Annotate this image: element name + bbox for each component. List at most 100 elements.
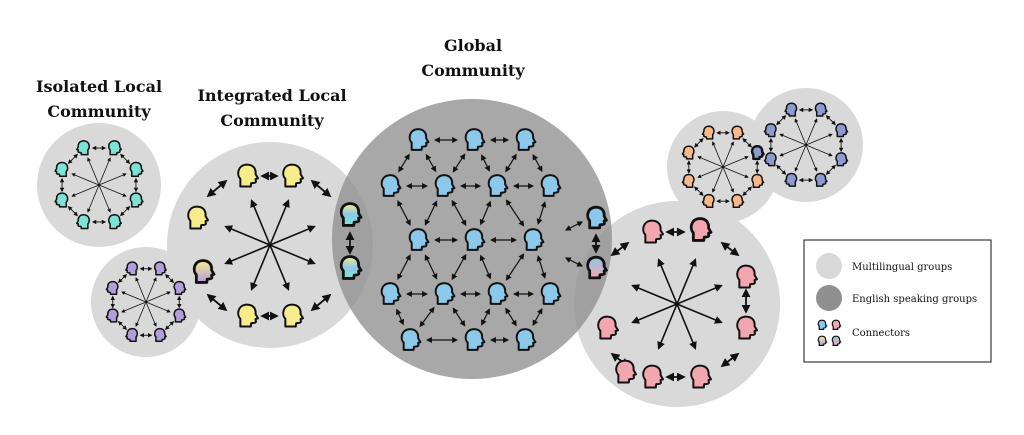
legend-connectors-label: Connectors [852,328,910,339]
orange-head [731,125,745,140]
blue-head [380,282,402,305]
teal-head [75,140,90,156]
orange-head [750,145,765,161]
edges-layer [59,107,844,382]
pink-head [736,315,759,340]
blue-link [505,307,517,327]
pink-head [690,364,713,389]
blue-link [505,153,517,173]
yellow-link [206,293,228,312]
blue-link [564,221,584,231]
blue-link [532,307,543,327]
orange-link [742,186,752,196]
pink-link [610,241,630,257]
pink-head [642,219,665,244]
blue-link [536,255,547,279]
pink-link [720,241,740,257]
legend-multilingual-swatch [816,253,842,279]
purple-spoke [135,277,147,303]
orange-spoke [697,156,724,168]
blue-link [481,308,490,326]
yellow-head [282,303,305,328]
yellow-head [237,303,260,328]
blue-link [419,306,435,328]
pink-spoke [631,303,678,324]
blue-link [532,153,543,173]
navy-spoke [779,144,807,157]
teal-link [67,153,78,164]
blue-head [540,282,562,305]
orange-spoke [722,166,734,193]
blue-head [487,282,509,305]
navy-spoke [805,133,833,146]
teal-spoke [98,184,111,213]
navy-spoke [805,144,833,157]
pink-head [689,217,713,242]
orange-head [751,173,765,188]
blue-head [464,228,486,251]
blue-link [564,257,584,267]
pink-spoke [676,284,723,305]
blue-link [397,254,411,280]
purple-head [153,261,167,276]
yellow-spoke [269,225,316,246]
yellow-spoke [269,244,290,291]
purple-spoke [145,301,171,313]
purple-link [164,273,175,284]
title-isolated-line2: Community [47,102,151,121]
navy-spoke [779,133,807,146]
teal-link [120,153,131,164]
pink-link [720,352,740,368]
yellow-spoke [224,244,271,265]
title-integrated-line2: Community [220,111,324,130]
teal-link [120,206,131,217]
orange-head [731,193,745,208]
blue-head [464,128,486,151]
teal-spoke [87,184,100,213]
blue-link [424,200,438,226]
navy-head [784,102,798,117]
orange-link [694,186,704,196]
yellow-head [237,163,260,188]
pink-spoke [657,258,678,305]
navy-head [835,123,849,138]
blue-link [397,200,411,226]
orange-head [681,145,695,160]
title-global-line1: Global [444,36,502,55]
teal-head [54,192,69,208]
teal-spoke [98,157,111,186]
legend-multilingual-label: Multilingual groups [852,262,952,273]
pink-spoke [676,258,697,305]
navy-link [776,115,787,126]
navy-head [763,152,777,167]
navy-spoke [805,144,818,172]
teal-head [54,161,69,178]
blue-head [515,128,537,151]
yellow-spoke [224,225,271,246]
teal-head [108,140,123,156]
purple-spoke [121,291,147,303]
blue-head [408,128,430,151]
navy-spoke [794,118,807,146]
yellow-link [310,293,332,312]
yellow-spoke [250,199,271,246]
orange-head [701,125,715,140]
blue-head [400,328,422,351]
orange-spoke [722,166,749,178]
orange-link [694,138,704,148]
yellow-spoke [250,244,271,291]
orange-spoke [722,156,749,168]
blue-head [434,282,456,305]
connector-head [586,255,608,280]
teal-head [129,192,144,208]
purple-spoke [145,277,157,303]
yellow-head [282,163,305,188]
yellow-head [187,205,210,230]
blue-link [481,154,490,172]
blue-head [523,228,545,251]
blue-head [540,174,562,197]
blue-link [479,200,492,226]
pink-head [736,264,759,289]
yellow-link [310,179,332,198]
